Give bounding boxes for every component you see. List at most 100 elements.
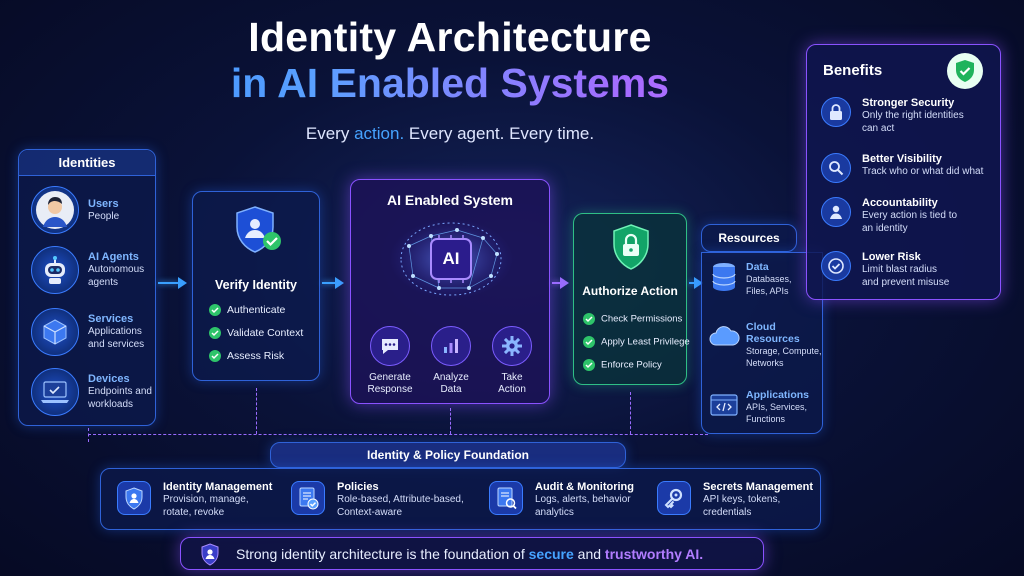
identities-header: Identities	[19, 150, 155, 176]
ai-action-analyze: Analyze Data	[424, 326, 478, 396]
benefit-desc-2: an identity	[862, 223, 908, 234]
foundation-desc-2: rotate, revoke	[163, 507, 225, 518]
resource-desc-2: Functions	[746, 414, 786, 424]
benefit-title: Stronger Security	[862, 97, 955, 109]
key-icon	[657, 481, 691, 515]
ai-system-panel: AI Enabled System AI Generate Response A…	[350, 179, 550, 404]
benefit-desc-2: can act	[862, 123, 895, 134]
padlock-shield-icon	[606, 222, 656, 277]
identity-desc: Endpoints and workloads	[88, 386, 152, 410]
flow-arrowhead-1	[178, 277, 187, 289]
resource-desc-2: Files, APIs	[746, 286, 789, 296]
lock-icon	[821, 97, 851, 127]
resource-desc-2: Networks	[746, 358, 784, 368]
gear-icon	[492, 326, 532, 366]
tagline-part2: Every agent.	[408, 124, 505, 143]
resource-item-applications: Applications APIs, Services, Functions	[708, 389, 809, 425]
robot-icon	[31, 246, 79, 294]
authorize-check-0: Check Permissions	[583, 313, 682, 325]
identity-desc: People	[88, 210, 120, 222]
resources-header: Resources	[718, 231, 780, 245]
shield-check-icon	[947, 53, 983, 89]
check-icon	[583, 313, 595, 325]
benefit-title: Lower Risk	[862, 251, 921, 263]
ai-action-label-1: Take	[501, 372, 523, 383]
authorize-check-1: Apply Least Privilege	[583, 336, 690, 348]
footer-part1: Strong identity architecture is the foun…	[236, 546, 525, 562]
dashed-connector-verify	[256, 388, 257, 434]
page-title-line2: in AI Enabled Systems	[0, 60, 900, 107]
code-window-icon	[708, 389, 740, 421]
document-check-icon	[291, 481, 325, 515]
foundation-title: Identity Management	[163, 481, 273, 493]
identity-item-users: Users People	[31, 186, 119, 234]
identity-desc: Autonomous agents	[88, 264, 145, 288]
authorize-title: Authorize Action	[582, 284, 678, 298]
footer-trustworthy: trustworthy AI.	[604, 546, 704, 562]
resources-list-panel: Data Databases, Files, APIs Cloud Resour…	[701, 252, 823, 434]
identity-item-ai-agents: AI Agents Autonomous agents	[31, 246, 152, 294]
verify-check-1: Validate Context	[209, 327, 303, 340]
cube-icon	[31, 308, 79, 356]
page-title-line1: Identity Architecture	[248, 14, 652, 60]
user-avatar-icon	[31, 186, 79, 234]
identity-name: Services	[88, 313, 134, 325]
flow-arrow-2	[322, 282, 336, 284]
resource-desc-1: APIs, Services,	[746, 402, 808, 412]
check-icon	[209, 304, 221, 317]
ai-action-label-1: Analyze	[433, 372, 469, 383]
benefits-header: Benefits	[823, 62, 883, 79]
authorize-action-panel: Authorize Action Check Permissions Apply…	[573, 213, 690, 385]
check-icon	[209, 327, 221, 340]
foundation-desc-1: Logs, alerts, behavior	[535, 494, 631, 505]
resource-name-2: Resources	[746, 333, 800, 345]
tagline: Every action. Every agent. Every time.	[0, 124, 900, 144]
footer-shield-icon	[199, 542, 221, 571]
footer-and: and	[577, 546, 602, 562]
identities-panel: Identities Users People AI Agents Autono…	[18, 149, 156, 426]
identity-item-devices: Devices Endpoints and workloads	[31, 368, 152, 416]
authorize-check-label: Check Permissions	[601, 313, 683, 325]
identity-name: Devices	[88, 373, 130, 385]
dashed-connector-identities	[88, 428, 89, 442]
shield-user-icon	[231, 204, 287, 261]
ai-brain-graphic: AI	[387, 216, 515, 302]
footer-text: Strong identity architecture is the foun…	[236, 546, 703, 562]
benefit-desc-1: Only the right identities	[862, 110, 964, 121]
tagline-part1: Every	[305, 124, 350, 143]
shield-person-icon	[117, 481, 151, 515]
foundation-desc-1: Provision, manage,	[163, 494, 249, 505]
flow-arrowhead-2	[335, 277, 344, 289]
foundation-desc-1: Role-based, Attribute-based,	[337, 494, 464, 505]
footer-banner: Strong identity architecture is the foun…	[180, 537, 764, 570]
verify-check-label: Assess Risk	[227, 350, 285, 362]
flow-arrowhead-3	[560, 277, 569, 289]
foundation-header: Identity & Policy Foundation	[367, 448, 529, 462]
tagline-action-word: action.	[354, 124, 405, 143]
resource-name: Applications	[746, 389, 810, 401]
resource-item-cloud: Cloud Resources Storage, Compute, Networ…	[708, 321, 822, 369]
resource-item-data: Data Databases, Files, APIs	[708, 261, 792, 297]
dashed-connector-authorize	[630, 392, 631, 434]
ai-action-label-2: Response	[367, 384, 413, 395]
foundation-desc-1: API keys, tokens,	[703, 494, 781, 505]
check-circle-icon	[821, 251, 851, 281]
ai-chip-label: AI	[442, 249, 460, 268]
person-icon	[821, 197, 851, 227]
authorize-check-label: Apply Least Privilege	[601, 336, 690, 348]
flow-arrow-4	[689, 282, 695, 284]
authorize-check-2: Enforce Policy	[583, 359, 662, 371]
foundation-header-bar: Identity & Policy Foundation	[270, 442, 626, 468]
chat-icon	[370, 326, 410, 366]
flow-arrow-3	[552, 282, 561, 284]
check-icon	[209, 350, 221, 363]
benefit-title: Better Visibility	[862, 153, 942, 165]
